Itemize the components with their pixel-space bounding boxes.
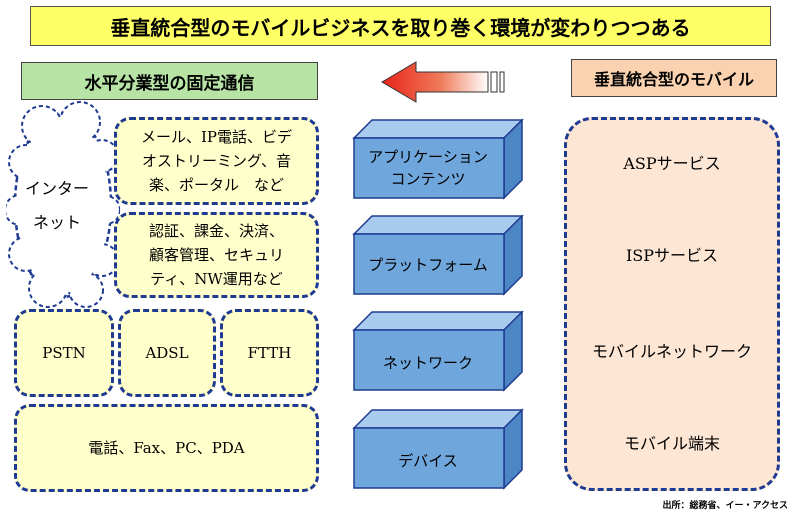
services-line2: オストリーミング、音 xyxy=(142,152,291,170)
source-note: 出所：総務省、イー・アクセス xyxy=(662,501,788,511)
layer-device-label: デバイス xyxy=(398,452,458,470)
platform-line1: 認証、課金、決済、 xyxy=(148,222,284,240)
ftth-label: FTTH xyxy=(247,344,292,362)
diagram-title: 垂直統合型のモバイルビジネスを取り巻く環境が変わりつつある xyxy=(30,6,771,46)
right-header-mobile-vertical: 垂直統合型のモバイル xyxy=(571,59,777,97)
mobile-integrated-column xyxy=(564,117,780,491)
adsl-box: ADSL xyxy=(118,309,216,397)
internet-label-line1: インター xyxy=(24,179,89,198)
internet-cloud-icon xyxy=(6,100,120,310)
services-box: メール、IP電話、ビデ オストリーミング、音 楽、ポータル など xyxy=(114,117,319,205)
pstn-box: PSTN xyxy=(14,309,114,397)
layer-application-line2: コンテンツ xyxy=(390,170,466,188)
device-box: 電話、Fax、PC、PDA xyxy=(14,404,319,492)
left-arrow-icon xyxy=(380,60,515,104)
device-label: 電話、Fax、PC、PDA xyxy=(88,439,245,457)
services-line1: メール、IP電話、ビデ xyxy=(140,128,293,146)
layer-block-network: ネットワーク xyxy=(350,308,525,394)
layer-application-line1: アプリケーション xyxy=(368,148,488,166)
adsl-label: ADSL xyxy=(145,344,189,362)
platform-line2: 顧客管理、セキュリ xyxy=(148,246,284,264)
pstn-label: PSTN xyxy=(42,344,86,362)
internet-label-line2: ネット xyxy=(32,213,81,232)
internet-label: インター ネット xyxy=(14,172,100,240)
right-item-asp-service: ASPサービス xyxy=(623,154,721,173)
left-header-fixed-horizontal: 水平分業型の固定通信 xyxy=(21,62,318,100)
ftth-box: FTTH xyxy=(220,309,319,397)
platform-line3: ティ、NW運用など xyxy=(150,270,283,288)
right-item-isp-service: ISPサービス xyxy=(625,246,719,265)
layer-block-device: デバイス xyxy=(350,406,525,492)
layer-block-application: アプリケーション コンテンツ xyxy=(350,116,525,202)
right-item-mobile-network: モバイルネットワーク xyxy=(591,342,752,361)
services-line3: 楽、ポータル など xyxy=(148,176,284,194)
layer-platform-label: プラットフォーム xyxy=(368,256,488,274)
right-item-mobile-terminal: モバイル端末 xyxy=(623,434,720,453)
platform-box: 認証、課金、決済、 顧客管理、セキュリ ティ、NW運用など xyxy=(114,212,319,298)
layer-block-platform: プラットフォーム xyxy=(350,212,525,298)
layer-network-label: ネットワーク xyxy=(382,354,473,372)
